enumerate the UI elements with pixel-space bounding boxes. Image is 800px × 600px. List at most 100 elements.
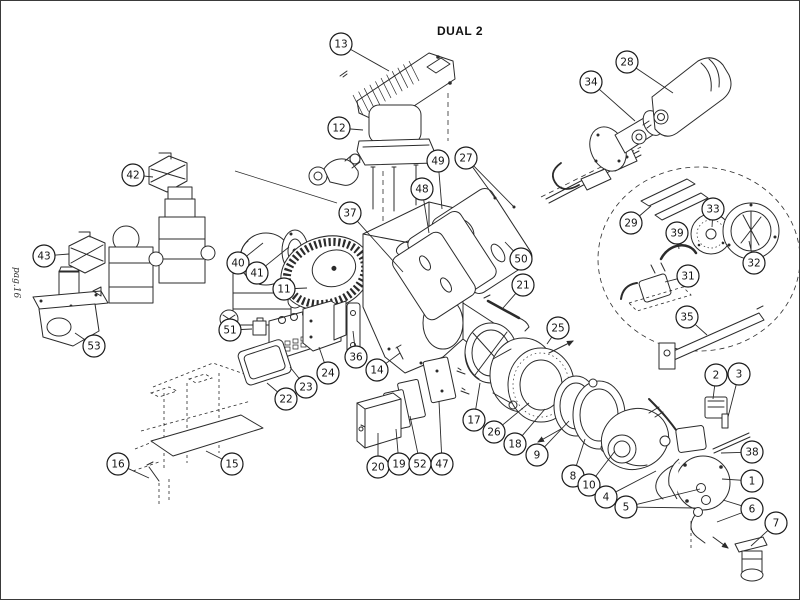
balloon-number-26: 26 <box>487 427 501 439</box>
balloon-circle-14 <box>365 358 389 382</box>
balloon-number-7: 7 <box>773 518 780 530</box>
balloon-circle-48 <box>410 177 434 201</box>
balloon-33: 33 <box>701 197 725 228</box>
balloon-number-35: 35 <box>680 312 693 324</box>
balloon-12: 12 <box>327 116 364 140</box>
balloon-number-8: 8 <box>570 471 577 483</box>
balloon-number-3: 3 <box>736 369 743 381</box>
balloon-circle-25 <box>546 316 570 340</box>
leader-line-3 <box>727 384 737 418</box>
balloon-39: 39 <box>665 221 689 250</box>
balloon-number-51: 51 <box>223 325 236 337</box>
balloon-5: 5 <box>614 488 701 519</box>
balloon-number-31: 31 <box>681 271 694 283</box>
balloon-number-22: 22 <box>279 394 292 406</box>
balloon-number-6: 6 <box>749 504 756 516</box>
rotation-arrow-up <box>548 340 574 354</box>
balloon-circle-31 <box>676 264 700 288</box>
balloon-47: 47 <box>430 400 454 476</box>
balloon-circle-1 <box>740 469 764 493</box>
balloon-number-9: 9 <box>534 450 541 462</box>
leader-line-16 <box>128 468 150 479</box>
leader-line-1 <box>721 478 741 481</box>
balloon-circle-36 <box>344 345 368 369</box>
balloon-circle-50 <box>509 247 533 271</box>
leader-line-10 <box>595 450 616 477</box>
leader-line-6 <box>716 512 742 523</box>
balloon-number-19: 19 <box>392 459 405 471</box>
balloon-19: 19 <box>387 428 411 476</box>
balloon-circle-5 <box>614 495 638 519</box>
balloon-13: 13 <box>329 32 390 72</box>
balloon-48: 48 <box>410 177 434 234</box>
balloon-number-1: 1 <box>749 476 756 488</box>
balloon-number-50: 50 <box>514 254 527 266</box>
balloon-31: 31 <box>664 264 700 288</box>
balloon-circle-47 <box>430 452 454 476</box>
balloon-circle-27 <box>454 146 478 170</box>
balloon-22: 22 <box>266 382 298 411</box>
balloon-number-48: 48 <box>415 184 428 196</box>
leader-line-22 <box>266 382 278 392</box>
part-ignition-transformer <box>356 104 436 212</box>
balloon-38: 38 <box>720 440 764 464</box>
balloon-24: 24 <box>316 346 340 385</box>
balloon-43: 43 <box>32 244 70 268</box>
balloon-number-24: 24 <box>321 368 335 380</box>
leader-line-31 <box>664 278 678 283</box>
leader-line-14 <box>385 352 401 364</box>
balloon-number-53: 53 <box>87 341 100 353</box>
balloon-23: 23 <box>289 366 318 399</box>
balloon-number-25: 25 <box>551 323 564 335</box>
part-damper-plate-47 <box>422 356 457 404</box>
balloon-number-38: 38 <box>745 447 758 459</box>
balloon-17: 17 <box>462 382 486 432</box>
balloon-number-14: 14 <box>370 365 384 377</box>
balloon-11: 11 <box>272 277 308 301</box>
balloon-number-5: 5 <box>623 502 630 514</box>
leader-line-27 <box>473 165 515 208</box>
balloon-number-32: 32 <box>747 258 760 270</box>
balloon-18: 18 <box>503 408 546 456</box>
balloon-number-15: 15 <box>225 459 238 471</box>
balloon-number-16: 16 <box>111 459 125 471</box>
balloon-21: 21 <box>502 273 535 309</box>
balloon-49: 49 <box>426 149 450 210</box>
balloon-circle-4 <box>594 485 618 509</box>
balloon-circle-38 <box>740 440 764 464</box>
balloon-26: 26 <box>482 402 530 444</box>
balloon-15: 15 <box>205 450 244 476</box>
part-oil-pump-assembly <box>648 396 768 582</box>
part-elbow-fitting <box>308 153 361 186</box>
balloon-number-43: 43 <box>37 251 50 263</box>
leader-line-49 <box>438 172 443 210</box>
balloon-circle-29 <box>619 211 643 235</box>
balloon-circle-6 <box>740 497 764 521</box>
balloon-number-10: 10 <box>582 480 595 492</box>
balloon-7: 7 <box>750 511 788 547</box>
balloon-number-39: 39 <box>670 228 683 240</box>
balloon-number-49: 49 <box>431 156 444 168</box>
leader-line-36 <box>352 330 356 346</box>
leader-line-25 <box>546 337 552 345</box>
leader-line-28 <box>636 68 674 94</box>
part-blast-tube <box>600 406 671 470</box>
balloon-circle-3 <box>727 362 751 386</box>
balloon-number-40: 40 <box>231 258 244 270</box>
part-oil-filter-7 <box>734 536 768 582</box>
balloon-circle-49 <box>426 149 450 173</box>
part-coil-pin-3 <box>721 413 729 429</box>
part-air-damper-stack <box>356 356 470 449</box>
balloon-number-28: 28 <box>620 57 633 69</box>
leader-line-50 <box>504 241 514 251</box>
leader-line-17 <box>475 382 481 409</box>
part-rod-kit-29 <box>640 178 709 221</box>
page-number-label: pag.16 <box>11 267 21 298</box>
part-ignition-electrode <box>483 294 530 332</box>
leader-line-15 <box>205 450 222 460</box>
balloon-circle-26 <box>482 420 506 444</box>
part-gas-valve-tall <box>148 186 216 284</box>
balloon-25: 25 <box>546 316 570 345</box>
leader-line-32 <box>748 240 752 252</box>
